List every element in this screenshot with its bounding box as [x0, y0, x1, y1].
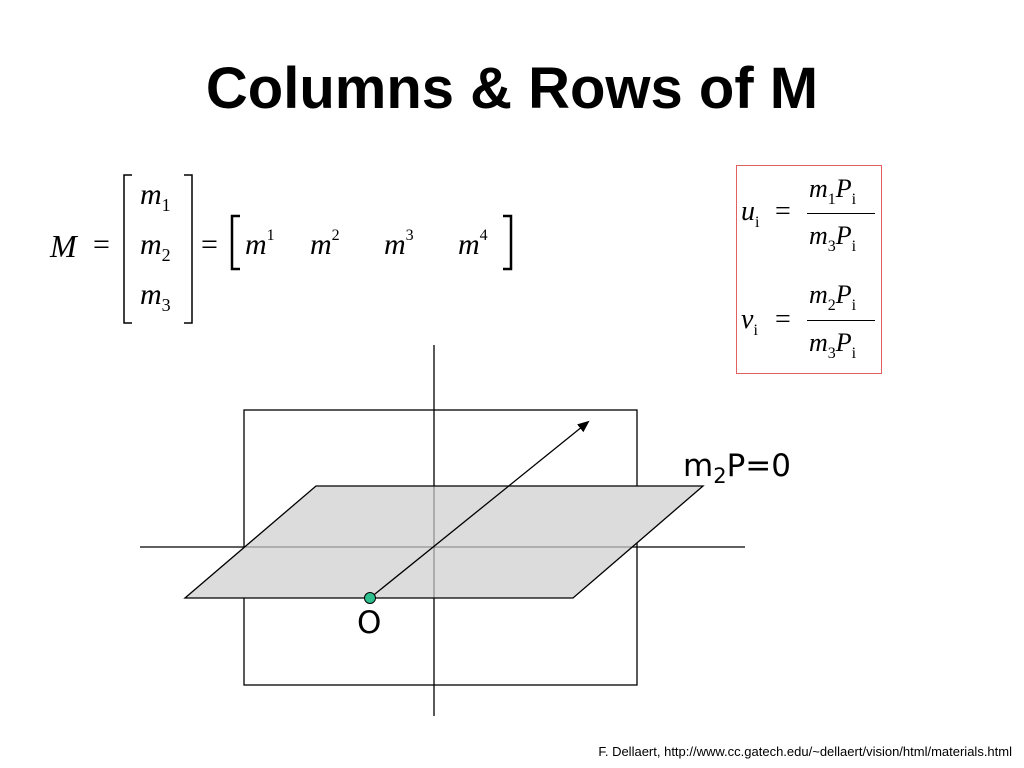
ray-arrow — [369, 420, 590, 599]
row-m1: m1 — [140, 178, 171, 215]
matrix-equation: M = m1 m2 m3 = m1 m2 m3 m4 — [50, 170, 530, 330]
column-m1: m1 — [245, 227, 275, 261]
column-m3: m3 — [384, 227, 414, 261]
origin-label: O — [357, 605, 382, 641]
v-numerator: m2Pi — [809, 280, 857, 314]
equals-sign-1: = — [93, 228, 110, 261]
u-numerator: m1Pi — [809, 174, 857, 208]
row-m2: m2 — [140, 228, 171, 265]
credit-footer: F. Dellaert, http://www.cc.gatech.edu/~d… — [598, 744, 1012, 759]
slide-title: Columns & Rows of M — [205, 56, 819, 121]
u-lhs: ui — [741, 196, 760, 231]
u-fraction-bar — [807, 213, 875, 214]
plane-m2p0 — [183, 485, 705, 599]
u-equals: = — [775, 196, 791, 227]
origin-point — [364, 592, 376, 604]
row-m3: m3 — [140, 278, 171, 315]
v-equals: = — [775, 304, 791, 335]
column-m2: m2 — [310, 227, 340, 261]
u-denominator: m3Pi — [809, 221, 857, 255]
v-denominator: m3Pi — [809, 328, 857, 362]
v-fraction-bar — [807, 320, 875, 321]
v-lhs: vi — [741, 304, 758, 339]
projection-equations-box: ui = m1Pi m3Pi vi = m2Pi m3Pi — [736, 165, 882, 374]
matrix-symbol: M — [50, 228, 77, 264]
column-m4: m4 — [458, 227, 488, 261]
equals-sign-2: = — [201, 228, 218, 261]
matrix-brackets — [123, 174, 513, 324]
plane-label: m2P=0 — [683, 448, 791, 488]
